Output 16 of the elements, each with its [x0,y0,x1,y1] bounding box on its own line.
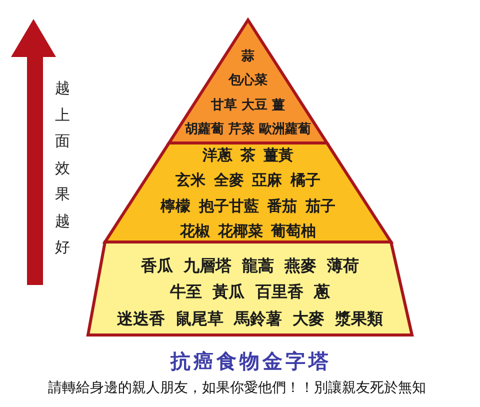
caption-text: 請轉給身邊的親人朋友，如果你愛他們！！別讓親友死於無知 [48,379,426,397]
food-names: 玄米 全麥 亞麻 橘子 [176,171,320,190]
food-names: 胡蘿蔔 芹菜 歐洲蘿蔔 [184,122,312,138]
food-names: 香瓜 九層塔 龍蒿 燕麥 薄荷 [140,256,360,274]
pyramid-tier [102,140,394,245]
food-names: 洋蔥 茶 薑黃 [202,146,294,164]
food-names: 檸檬 抱子甘藍 番茄 茄子 [160,196,336,215]
food-names: 牛至 黃瓜 百里香 蔥 [170,282,330,301]
food-names: 包心菜 [228,73,268,90]
diagram-title: 抗癌食物金字塔 [170,349,332,373]
pyramid-tier [85,239,415,338]
vertical-label: 越上面效果越好 [55,78,70,258]
food-names: 甘草 大豆 薑 [210,98,286,114]
food-names: 蒜 [242,49,254,65]
food-names: 花椒 花椰菜 葡萄柚 [180,222,316,240]
food-names: 迷迭香 鼠尾草 馬鈴薯 大麥 漿果類 [116,308,384,328]
